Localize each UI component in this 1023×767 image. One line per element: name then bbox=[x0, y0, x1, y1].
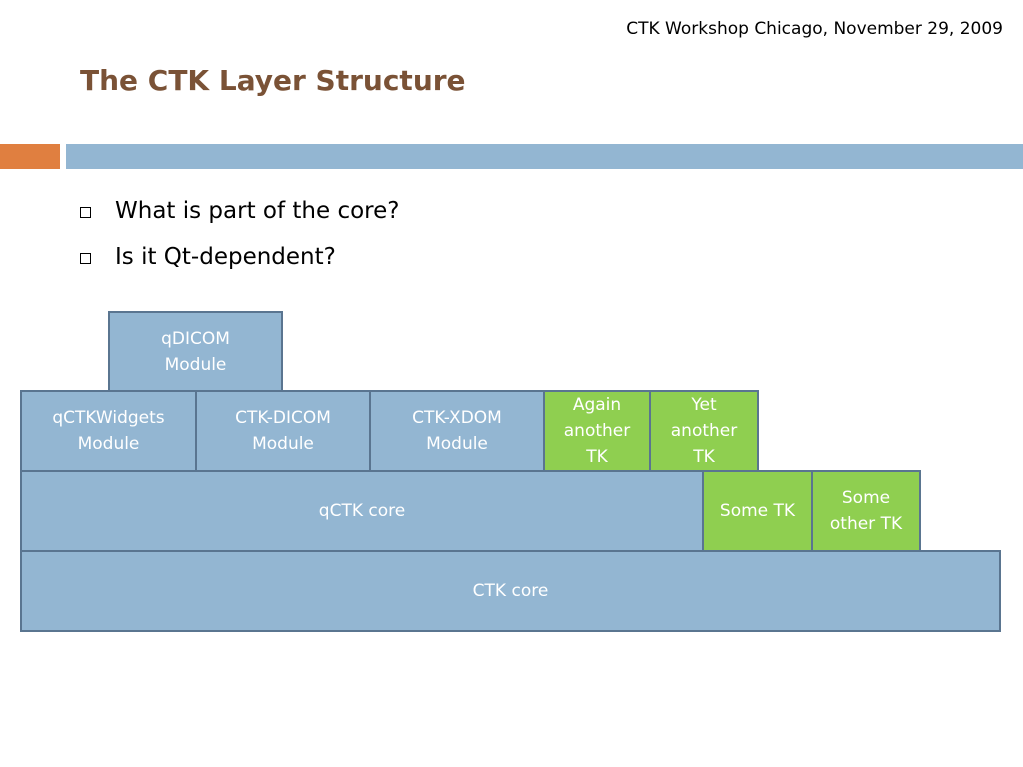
block-some-tk: Some TK bbox=[702, 470, 813, 552]
bullet-item: Is it Qt-dependent? bbox=[80, 234, 399, 280]
square-bullet-icon bbox=[80, 252, 91, 264]
accent-bar bbox=[0, 144, 60, 169]
block-qctkwidgets-module: qCTKWidgets Module bbox=[20, 390, 197, 472]
block-label: qDICOM Module bbox=[161, 328, 230, 375]
block-label: qCTKWidgets Module bbox=[52, 408, 165, 454]
block-ctk-dicom-module: CTK-DICOM Module bbox=[195, 390, 371, 472]
block-ctk-core: CTK core bbox=[20, 550, 1001, 632]
square-bullet-icon bbox=[80, 206, 91, 218]
block-some-other-tk: Some other TK bbox=[811, 470, 921, 552]
block-label: CTK-DICOM Module bbox=[235, 408, 331, 454]
bullet-text: What is part of the core? bbox=[115, 198, 400, 224]
title-rule-bar bbox=[66, 144, 1023, 169]
header-note: CTK Workshop Chicago, November 29, 2009 bbox=[626, 19, 1003, 39]
slide-title: The CTK Layer Structure bbox=[80, 64, 466, 97]
block-again-another-tk: Again another TK bbox=[543, 390, 651, 472]
block-qdicom-module: qDICOM Module bbox=[108, 311, 283, 392]
block-label: Some TK bbox=[719, 501, 796, 521]
block-label: CTK-XDOM Module bbox=[412, 408, 502, 454]
block-qctk-core: qCTK core bbox=[20, 470, 704, 552]
block-label: qCTK core bbox=[318, 501, 406, 521]
block-label: Some other TK bbox=[829, 488, 903, 534]
bullet-text: Is it Qt-dependent? bbox=[115, 244, 336, 270]
block-label: CTK core bbox=[472, 581, 549, 601]
block-yet-another-tk: Yet another TK bbox=[649, 390, 759, 472]
block-label: Yet another TK bbox=[670, 395, 738, 467]
block-ctk-xdom-module: CTK-XDOM Module bbox=[369, 390, 545, 472]
block-label: Again another TK bbox=[563, 395, 631, 467]
bullet-item: What is part of the core? bbox=[80, 188, 399, 234]
bullet-list: What is part of the core? Is it Qt-depen… bbox=[80, 188, 399, 280]
